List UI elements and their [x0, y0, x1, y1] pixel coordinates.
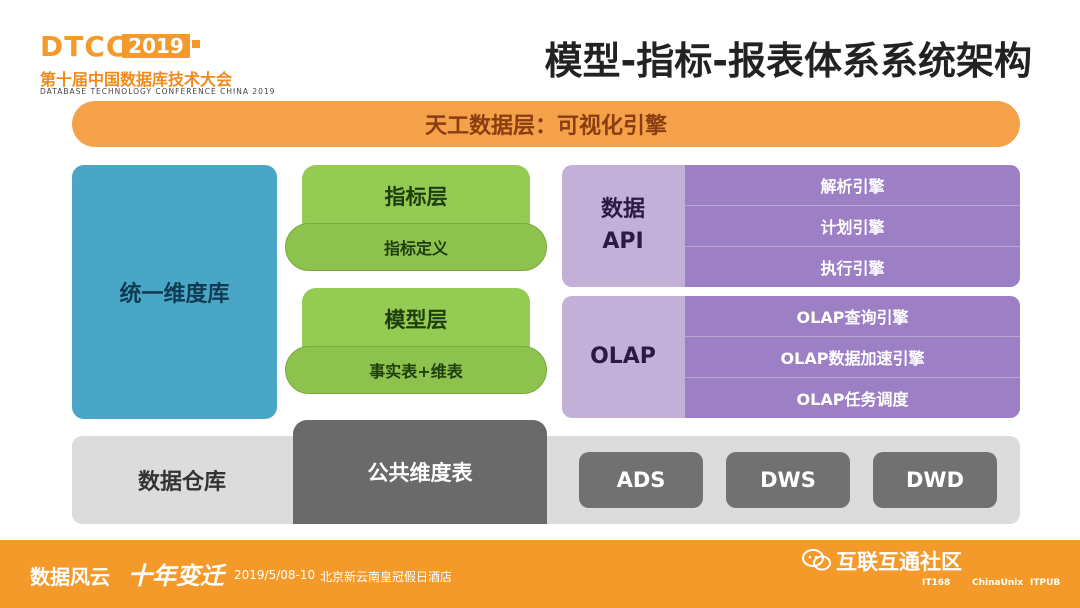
metrics-definition: 指标定义	[285, 223, 547, 271]
logo-english-name: DATABASE TECHNOLOGY CONFERENCE CHINA 201…	[40, 87, 276, 96]
data-api-items: 解析引擎 计划引擎 执行引擎	[685, 165, 1020, 287]
dws-chip: DWS	[726, 452, 850, 508]
data-api-item: 计划引擎	[685, 206, 1020, 247]
data-api-item: 执行引擎	[820, 259, 885, 278]
footer-slogan-part2: 十年变迁	[128, 562, 224, 590]
footer-bar	[0, 540, 1080, 608]
wechat-icon	[802, 549, 831, 571]
model-layer-title: 模型层	[302, 288, 530, 350]
logo-year: 2019	[122, 34, 190, 58]
logo-dtcc-text: DTCC	[40, 30, 128, 63]
data-api-label-line1: 数据	[600, 197, 645, 222]
slide-title: 模型-指标-报表体系系统架构	[544, 39, 1032, 83]
sponsor-itpub: ITPUB	[1030, 578, 1061, 588]
olap-item: OLAP查询引擎	[685, 296, 1020, 337]
data-warehouse-label: 数据仓库	[137, 470, 226, 495]
public-dimension-table: 公共维度表	[293, 420, 547, 524]
logo-square-icon	[192, 40, 200, 48]
unified-dimension-box: 统一维度库	[72, 165, 277, 419]
dwd-chip: DWD	[873, 452, 997, 508]
data-api-label: 数据 API	[562, 165, 684, 287]
conference-logo: DTCC	[40, 30, 127, 63]
ads-chip: ADS	[579, 452, 703, 508]
visualization-layer-bar: 天工数据层：可视化引擎	[72, 101, 1020, 147]
sponsor-chinaunix: ChinaUnix	[972, 578, 1024, 588]
olap-items: OLAP查询引擎 OLAP数据加速引擎 OLAP任务调度	[685, 296, 1020, 418]
footer-date: 2019/5/08-10	[234, 568, 316, 582]
data-api-item: 解析引擎	[685, 165, 1020, 206]
olap-label: OLAP	[590, 344, 656, 369]
watermark-text: 互联互通社区	[836, 550, 962, 574]
footer-slogan-part1: 数据风云	[30, 565, 110, 589]
data-api-label-line2: API	[602, 229, 644, 254]
footer-venue: 北京新云南皇冠假日酒店	[320, 570, 453, 584]
logo-chinese-name: 第十届中国数据库技术大会	[40, 70, 233, 89]
olap-item: OLAP任务调度	[796, 390, 909, 409]
sponsor-it168: IT168	[922, 578, 951, 588]
metrics-layer-title: 指标层	[302, 165, 530, 227]
model-fact-dim-tables: 事实表+维表	[285, 346, 547, 394]
olap-item: OLAP数据加速引擎	[685, 337, 1020, 378]
